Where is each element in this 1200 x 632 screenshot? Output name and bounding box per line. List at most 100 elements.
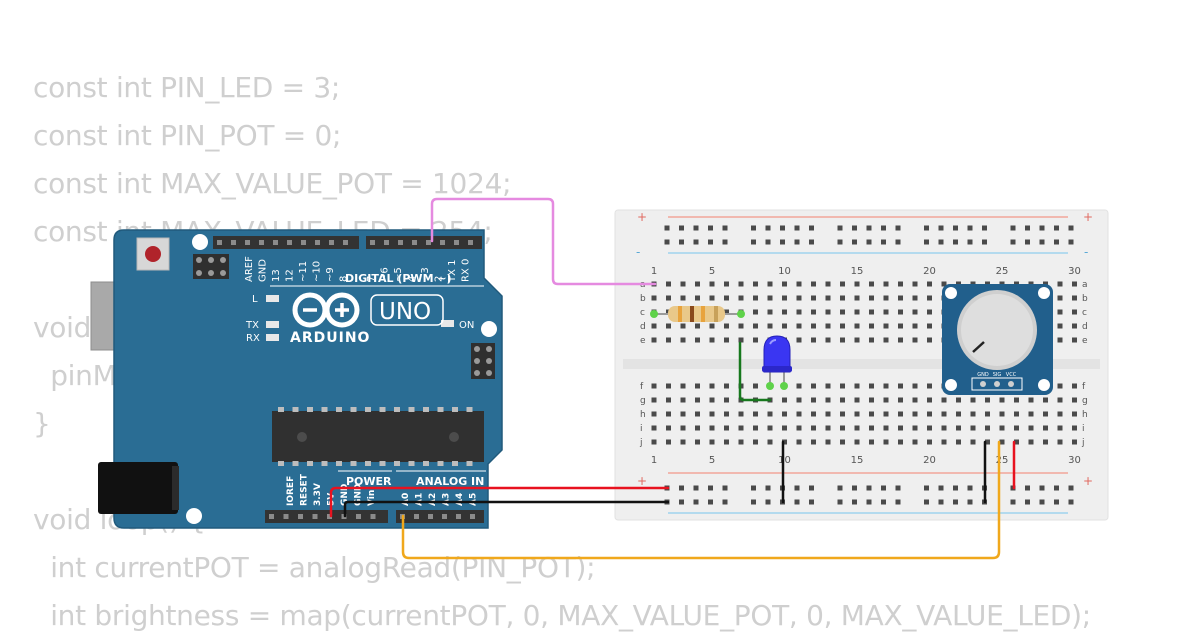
breadboard-hole xyxy=(840,323,845,329)
breadboard-hole xyxy=(666,411,671,417)
breadboard-hole xyxy=(825,281,831,287)
wire-green-led xyxy=(738,341,772,402)
rail-plus-label: + xyxy=(1083,210,1093,224)
rail-hole xyxy=(924,485,929,491)
breadboard-hole xyxy=(695,281,700,287)
header-pin xyxy=(220,257,226,263)
rail-hole xyxy=(895,499,901,505)
chip-pin xyxy=(466,461,473,466)
power-pin-label: GND xyxy=(354,484,364,506)
digital-header-right xyxy=(366,236,482,249)
breadboard-hole xyxy=(985,425,990,431)
breadboard-hole xyxy=(651,425,657,431)
code-line: const int MAX_VALUE_POT = 1024; xyxy=(33,167,512,200)
breadboard-hole xyxy=(796,439,802,445)
rail-hole xyxy=(852,225,857,231)
breadboard-hole xyxy=(912,337,918,343)
breadboard-hole xyxy=(898,309,903,315)
breadboard-hole xyxy=(695,383,700,389)
atmega-chip xyxy=(272,411,484,462)
breadboard-hole xyxy=(956,397,961,403)
power-label: POWER xyxy=(346,475,392,488)
breadboard-hole xyxy=(1043,439,1048,445)
digital-pin-label: 8 xyxy=(339,276,350,282)
rail-hole xyxy=(794,225,800,231)
rail-plus-label: + xyxy=(1083,474,1093,488)
resistor-pin-highlight xyxy=(650,310,658,318)
breadboard-hole xyxy=(840,397,845,403)
row-letter-label: j xyxy=(639,438,643,448)
breadboard-hole xyxy=(651,397,657,403)
rail-hole xyxy=(722,239,728,245)
rail-hole xyxy=(751,225,756,231)
code-line: const int PIN_LED = 3; xyxy=(33,71,340,104)
breadboard-hole xyxy=(651,411,657,417)
breadboard-hole xyxy=(724,323,729,329)
header-hole xyxy=(384,240,389,245)
potentiometer-module: GND SIG VCC xyxy=(942,284,1053,395)
chip-pin xyxy=(365,461,371,466)
rail-hole xyxy=(722,499,728,505)
rail-hole xyxy=(924,239,929,245)
chip-pin xyxy=(321,461,328,466)
led-lens xyxy=(763,335,791,373)
breadboard-hole xyxy=(1043,411,1048,417)
breadboard-hole xyxy=(927,411,932,417)
breadboard-hole xyxy=(796,309,802,315)
header-pin xyxy=(486,358,492,364)
breadboard-hole xyxy=(695,425,700,431)
breadboard-hole xyxy=(651,323,657,329)
atmega-chip-pins xyxy=(278,407,473,466)
breadboard-hole xyxy=(941,281,947,287)
breadboard-hole xyxy=(782,439,787,445)
breadboard-hole xyxy=(724,411,729,417)
rail-hole xyxy=(693,485,699,491)
led-rx-label: RX xyxy=(246,333,260,344)
breadboard-hole xyxy=(767,281,773,287)
row-letter-label: b xyxy=(640,294,646,304)
breadboard-hole xyxy=(811,411,816,417)
header-hole xyxy=(327,514,332,519)
column-number-label: 1 xyxy=(651,455,657,466)
breadboard-hole xyxy=(695,411,700,417)
rail-hole xyxy=(693,239,699,245)
breadboard-hole xyxy=(941,397,947,403)
chip-pin xyxy=(365,407,371,412)
breadboard-hole xyxy=(912,309,918,315)
rail-hole xyxy=(866,485,872,491)
rail-hole xyxy=(1039,239,1045,245)
breadboard-hole xyxy=(883,323,889,329)
rail-hole xyxy=(751,499,756,505)
breadboard-hole xyxy=(753,439,758,445)
wire-black-gnd xyxy=(343,500,670,518)
breadboard-hole xyxy=(854,425,860,431)
uno-badge xyxy=(370,294,444,326)
breadboard-hole xyxy=(666,323,671,329)
breadboard-hole xyxy=(738,425,744,431)
breadboard-hole xyxy=(680,295,686,301)
row-letter-label: d xyxy=(640,322,646,332)
header-pin xyxy=(196,270,202,276)
breadboard-hole xyxy=(666,337,671,343)
resistor-body xyxy=(668,306,725,322)
wires xyxy=(329,197,1016,560)
breadboard-hole xyxy=(695,397,700,403)
header-pin xyxy=(486,370,492,376)
digital-pin-label: AREF xyxy=(244,256,255,282)
column-number-label: 15 xyxy=(851,455,864,466)
led-rx xyxy=(266,334,279,341)
rail-hole xyxy=(1010,239,1016,245)
breadboard-hole xyxy=(854,397,860,403)
rail-hole xyxy=(837,239,843,245)
header-hole xyxy=(356,514,361,519)
breadboard-hole xyxy=(1043,281,1048,287)
led-tx-label: TX xyxy=(245,320,259,331)
breadboard-hole xyxy=(709,281,715,287)
rail-hole xyxy=(809,225,814,231)
code-line: int brightness = map(currentPOT, 0, MAX_… xyxy=(33,599,1091,632)
chip-pin xyxy=(466,407,473,412)
header-hole xyxy=(298,514,303,519)
rail-hole xyxy=(866,499,872,505)
led-shine xyxy=(769,339,777,345)
